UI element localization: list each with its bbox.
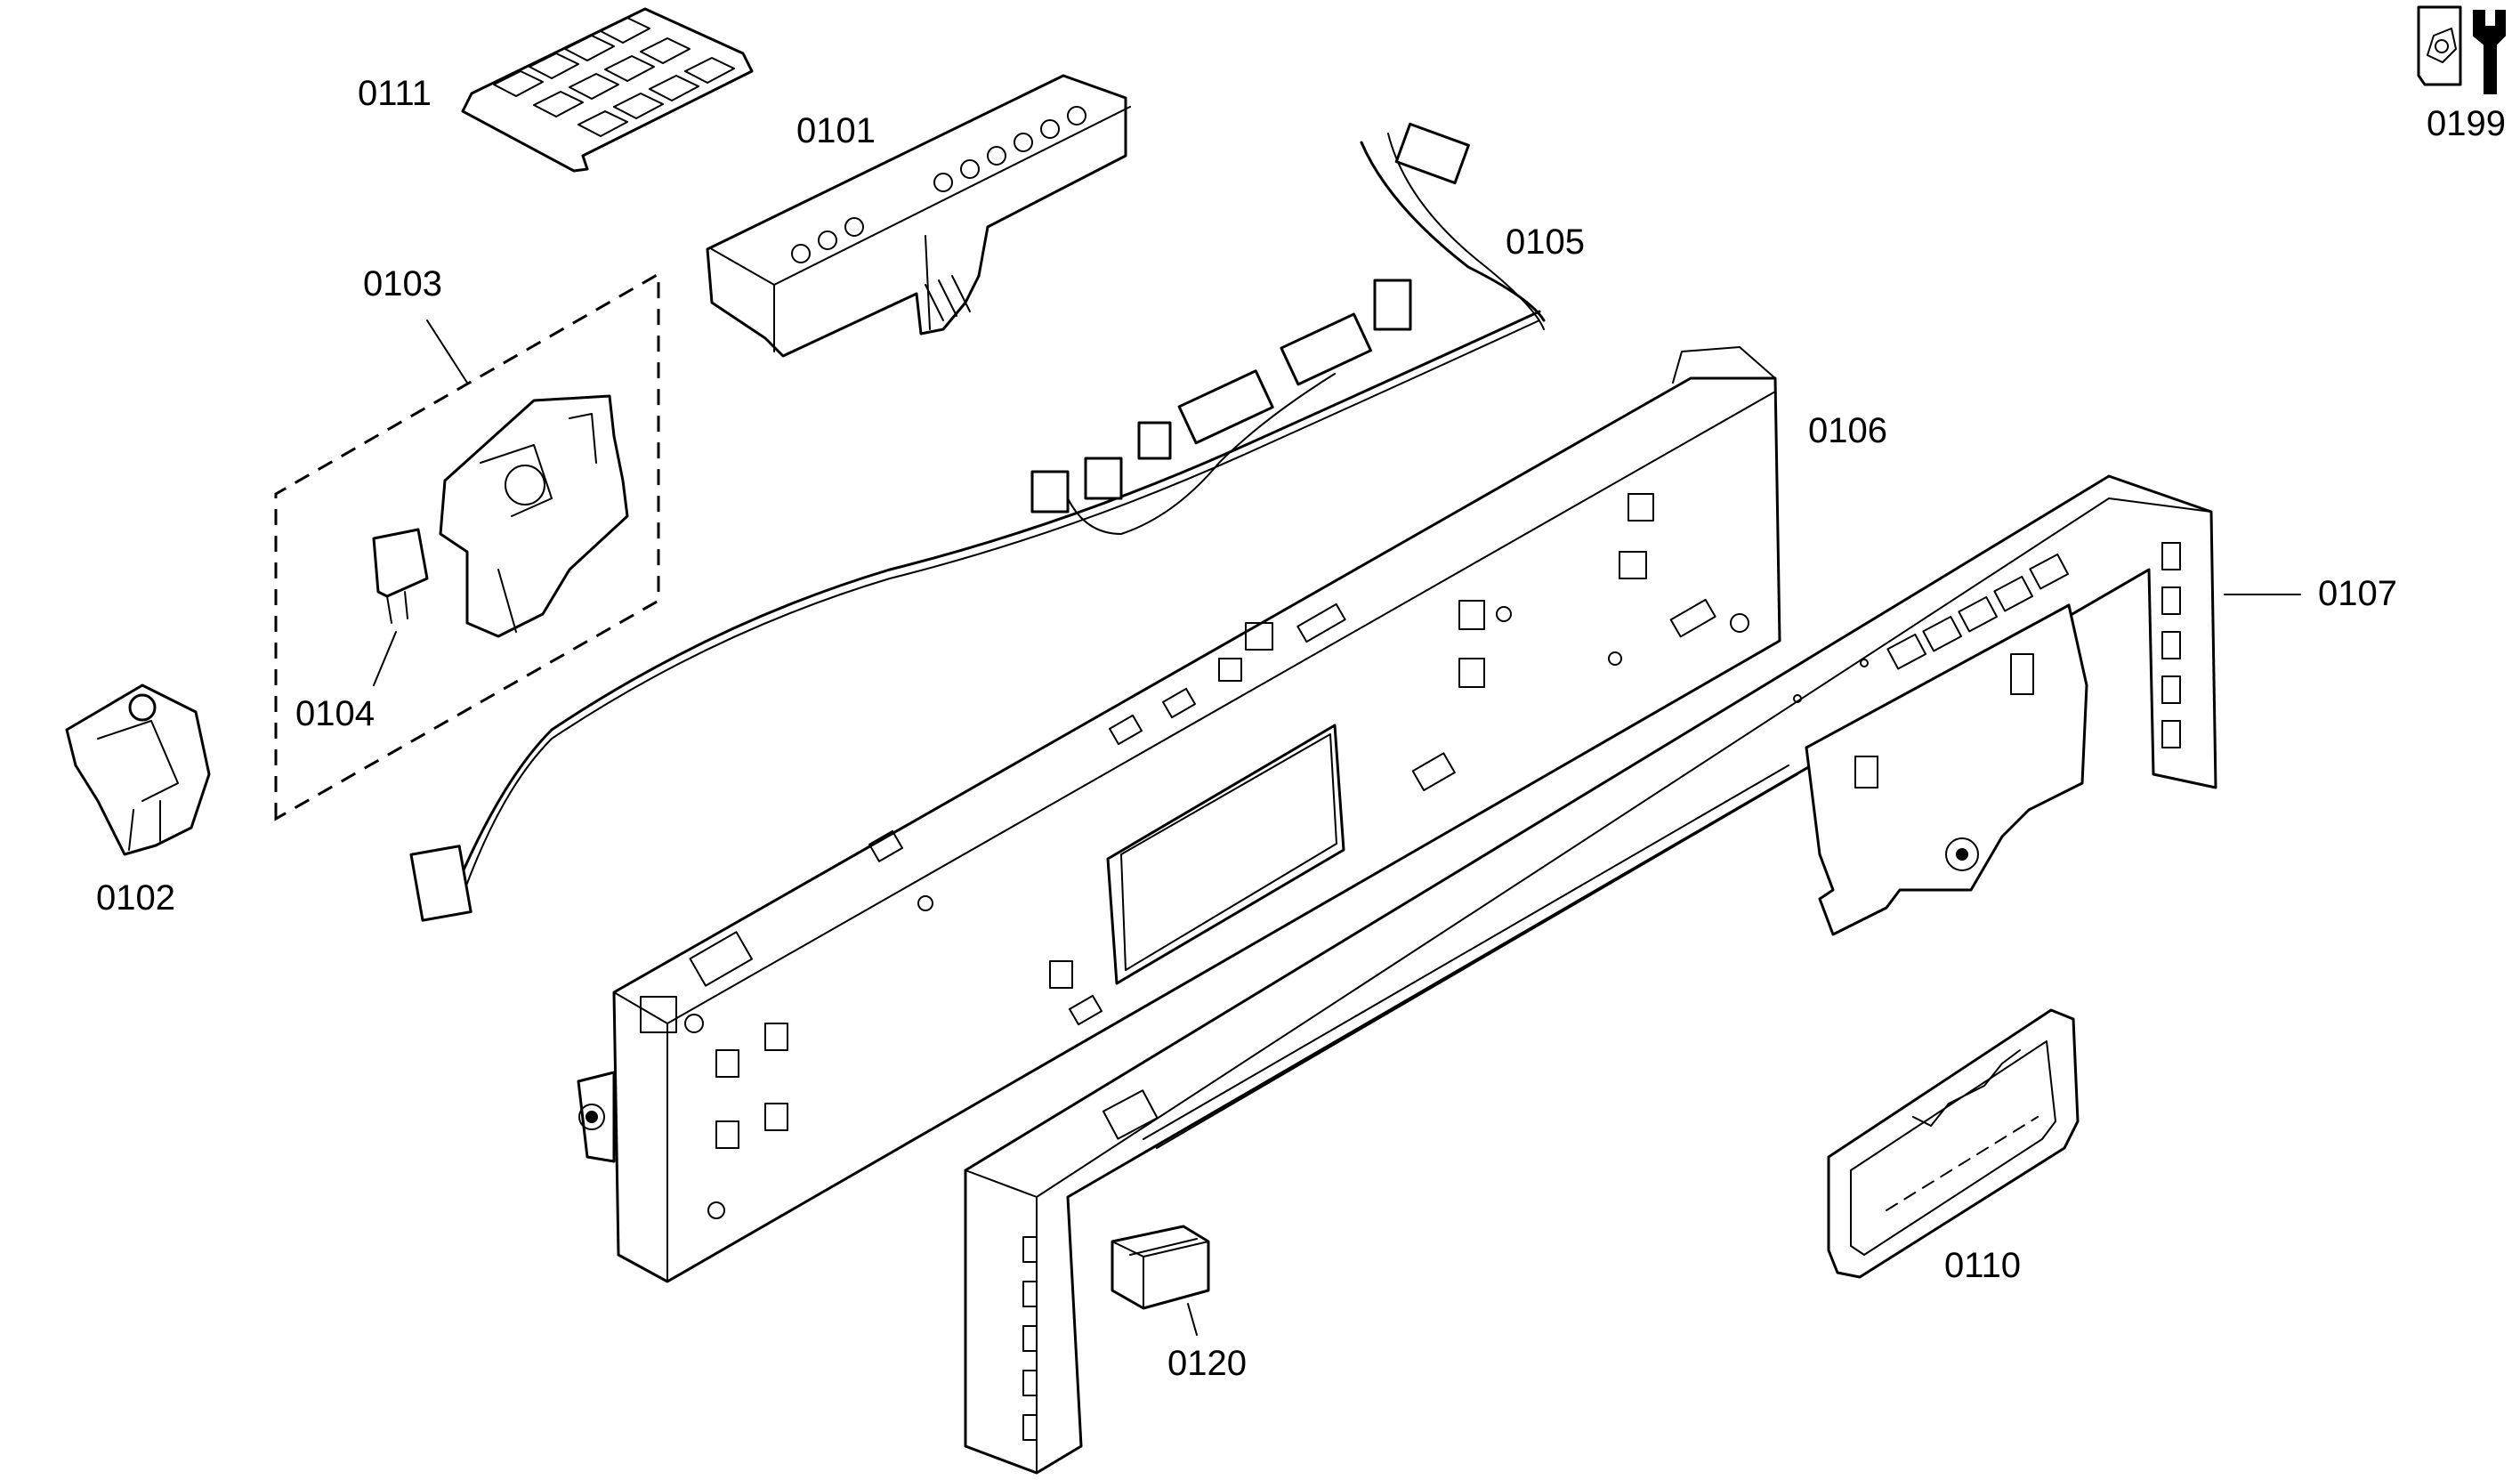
- label-0102[interactable]: 0102: [96, 878, 175, 918]
- label-0199[interactable]: 0199: [2427, 104, 2506, 143]
- label-0105[interactable]: 0105: [1506, 222, 1585, 262]
- part-0111-keypad-mat[interactable]: [461, 7, 754, 173]
- label-0104[interactable]: 0104: [295, 694, 375, 733]
- part-0105-wiring-harness[interactable]: [409, 122, 1546, 922]
- label-0111[interactable]: 0111: [358, 74, 432, 113]
- part-0120-small-block[interactable]: [1111, 1225, 1210, 1336]
- part-0103-door-lock[interactable]: [439, 394, 629, 638]
- part-0103-group-outline: [274, 271, 660, 821]
- label-0101[interactable]: 0101: [796, 111, 876, 150]
- label-0103[interactable]: 0103: [363, 264, 442, 303]
- part-0101-control-module[interactable]: [706, 74, 1131, 358]
- part-0107-control-panel-fascia[interactable]: [964, 474, 2217, 1475]
- label-0106[interactable]: 0106: [1808, 411, 1887, 450]
- wrench-screw-icon[interactable]: [2417, 5, 2506, 94]
- part-0106-inner-control-panel[interactable]: [577, 346, 1781, 1283]
- label-0107[interactable]: 0107: [2318, 574, 2397, 613]
- label-0110[interactable]: 0110: [1944, 1246, 2021, 1285]
- part-0104-micro-switch[interactable]: [372, 528, 429, 686]
- label-0120[interactable]: 0120: [1167, 1344, 1247, 1383]
- part-0110-door-handle[interactable]: [1827, 1008, 2080, 1279]
- part-0102-dispenser-component[interactable]: [65, 683, 211, 856]
